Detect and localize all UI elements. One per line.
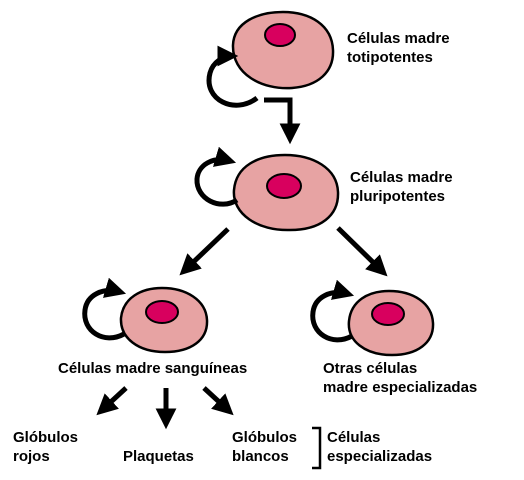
label-white-cells: Glóbulos blancos bbox=[232, 428, 297, 466]
blood-stem-cell-nucleus bbox=[145, 300, 179, 324]
label-blood-stem-cells: Células madre sanguíneas bbox=[58, 359, 247, 378]
other-stem-cell bbox=[347, 289, 435, 357]
label-white-cells-line1: Glóbulos bbox=[232, 429, 297, 446]
specialized-cells-bracket bbox=[312, 426, 322, 470]
label-specialized-cells-line2: especializadas bbox=[327, 448, 433, 465]
label-pluripotent-line2: pluripotentes bbox=[350, 188, 446, 205]
arrow-blood-to-red-cells bbox=[96, 386, 128, 416]
arrow-totipotent-to-pluripotent bbox=[264, 97, 301, 145]
label-platelets-line1: Plaquetas bbox=[123, 448, 194, 465]
label-platelets: Plaquetas bbox=[123, 447, 194, 466]
label-blood-stem-cells-line1: Células madre sanguíneas bbox=[58, 360, 248, 377]
label-specialized-cells: Células especializadas bbox=[327, 428, 432, 466]
label-specialized-cells-line1: Células bbox=[327, 429, 381, 446]
label-other-stem-cells-line1: Otras células bbox=[323, 360, 418, 377]
label-totipotent-line1: Células madre bbox=[347, 30, 450, 47]
pluripotent-cell bbox=[232, 153, 340, 232]
label-red-cells-line1: Glóbulos bbox=[13, 429, 78, 446]
totipotent-cell-nucleus bbox=[264, 23, 296, 47]
label-red-cells-line2: rojos bbox=[13, 448, 50, 465]
label-pluripotent-line1: Células madre bbox=[350, 169, 453, 186]
label-white-cells-line2: blancos bbox=[232, 448, 289, 465]
self-renewal-arrow-other bbox=[310, 279, 355, 343]
blood-stem-cell bbox=[119, 286, 209, 354]
self-renewal-arrow-totipotent bbox=[206, 45, 259, 108]
other-stem-cell-nucleus bbox=[371, 302, 405, 326]
label-totipotent: Células madre totipotentes bbox=[347, 29, 450, 67]
label-other-stem-cells: Otras células madre especializadas bbox=[323, 359, 477, 397]
self-renewal-arrow-blood bbox=[82, 277, 127, 341]
totipotent-cell bbox=[231, 10, 335, 90]
label-totipotent-line2: totipotentes bbox=[347, 49, 433, 66]
arrow-blood-to-white-cells bbox=[202, 386, 234, 416]
label-red-cells: Glóbulos rojos bbox=[13, 428, 78, 466]
arrow-pluripotent-to-blood bbox=[179, 227, 230, 276]
label-other-stem-cells-line2: madre especializadas bbox=[323, 379, 478, 396]
arrow-pluripotent-to-other bbox=[336, 226, 388, 277]
self-renewal-arrow-pluripotent bbox=[194, 146, 239, 207]
label-pluripotent: Células madre pluripotentes bbox=[350, 168, 453, 206]
totipotent-cell-body bbox=[231, 10, 335, 90]
pluripotent-cell-nucleus bbox=[266, 173, 302, 199]
